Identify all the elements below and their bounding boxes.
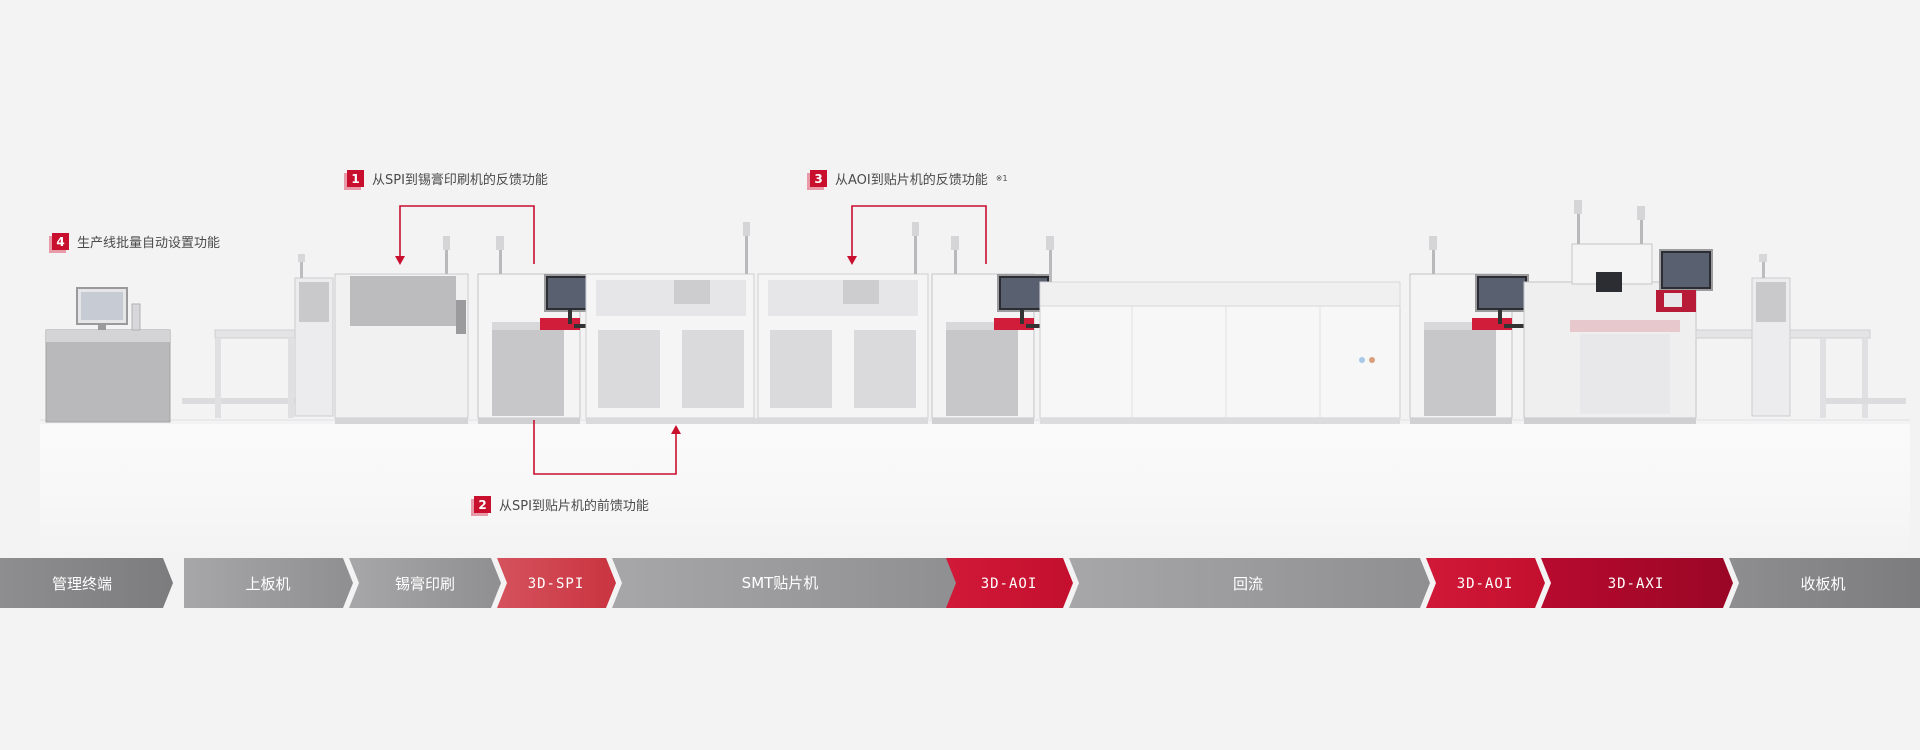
floor-reflection	[40, 424, 1910, 554]
stage-label: SMT贴片机	[742, 574, 819, 592]
stage-label: 3D-AOI	[981, 576, 1038, 592]
spi-machine	[477, 236, 598, 424]
feedforward-arrow-2-head	[671, 425, 681, 434]
stage-3d-aoi-1: 3D-AOI	[946, 558, 1073, 608]
stage-label: 回流	[1233, 575, 1263, 593]
stage-reflow: 回流	[1069, 558, 1430, 608]
feedback-arrow-3	[851, 205, 987, 264]
stage-label: 3D-SPI	[528, 576, 585, 592]
stage-3d-axi: 3D-AXI	[1541, 558, 1733, 608]
callout-1: 1 从SPI到锡膏印刷机的反馈功能	[347, 169, 548, 188]
stage-smt-mounter: SMT贴片机	[612, 558, 960, 608]
aoi-machine-2	[1409, 236, 1534, 424]
stage-management-terminal: 管理终端	[0, 558, 173, 608]
management-terminal-machine	[45, 287, 171, 423]
stage-solder-printer: 锡膏印刷	[349, 558, 501, 608]
callout-number: 2	[474, 496, 491, 513]
callout-text: 生产线批量自动设置功能	[77, 236, 221, 251]
stage-unloader: 收板机	[1729, 558, 1920, 608]
callout-number: 3	[810, 170, 827, 187]
smt-mounter-machines	[585, 222, 929, 424]
callout-3: 3 从AOI到贴片机的反馈功能 ※1	[810, 169, 1008, 188]
callout-footnote: ※1	[995, 174, 1008, 183]
callout-number: 1	[347, 170, 364, 187]
callout-text: 从SPI到贴片机的前馈功能	[499, 499, 649, 514]
feedback-arrow-1	[399, 205, 535, 264]
feedforward-arrow-2	[533, 420, 677, 475]
stage-loader: 上板机	[184, 558, 353, 608]
unloader-machine	[1695, 254, 1906, 418]
stage-3d-aoi-2: 3D-AOI	[1426, 558, 1545, 608]
reflow-oven-machine	[1039, 236, 1401, 424]
stage-label: 3D-AXI	[1608, 576, 1665, 592]
stage-label: 管理终端	[52, 575, 112, 593]
stage-label: 3D-AOI	[1457, 576, 1514, 592]
process-flow-bar: 管理终端 上板机 锡膏印刷 3D-SPI SMT贴片机 3D-AOI 回流 3	[0, 558, 1920, 608]
axi-machine	[1523, 200, 1713, 424]
callout-text: 从SPI到锡膏印刷机的反馈功能	[372, 173, 548, 188]
stage-label: 上板机	[245, 575, 290, 593]
feedback-arrow-1-head	[395, 256, 405, 265]
callout-number: 4	[52, 233, 69, 250]
solder-printer-machine	[334, 236, 469, 424]
callout-text: 从AOI到贴片机的反馈功能	[835, 173, 988, 188]
feedback-arrow-3-head	[847, 256, 857, 265]
callout-4: 4 生产线批量自动设置功能	[52, 232, 220, 251]
aoi-machine-1	[931, 236, 1056, 424]
loader-machine	[182, 254, 334, 418]
stage-3d-spi: 3D-SPI	[497, 558, 616, 608]
stage-label: 收板机	[1800, 575, 1845, 593]
stage-label: 锡膏印刷	[395, 575, 455, 593]
callout-2: 2 从SPI到贴片机的前馈功能	[474, 495, 649, 514]
